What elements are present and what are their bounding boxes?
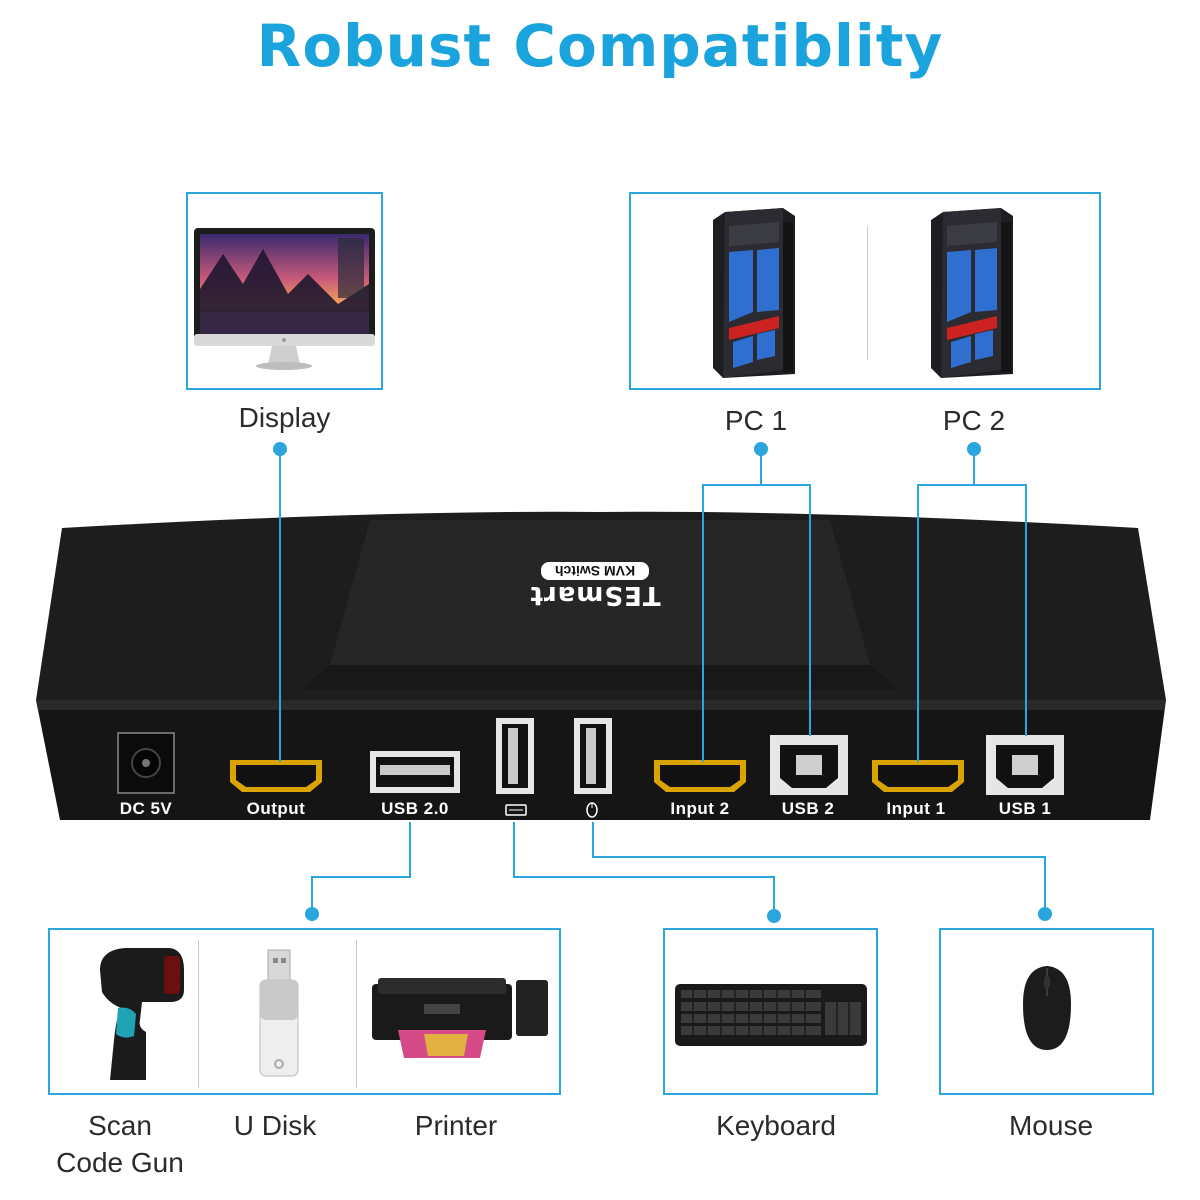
port-label-usb1: USB 1 [998,799,1052,818]
mouse-box [939,928,1154,1095]
usb-divider [356,940,357,1088]
connector-line [702,484,811,486]
connector-dot [305,907,319,921]
connector-line [917,484,919,762]
keyboard-icon [675,984,867,1046]
page-title: Robust Compatiblity [256,12,944,80]
connector-dot [1038,907,1052,921]
connector-line [760,449,762,485]
keyboard-icon [505,804,527,816]
display-box [186,192,383,390]
mouse-usb-port [574,718,612,794]
udisk-label: U Disk [233,1110,317,1141]
brand-logo: TESmart KVM Switch [430,560,760,610]
port-label-output: Output [246,799,306,818]
connector-line [592,822,594,858]
connector-line [1025,484,1027,736]
monitor-icon [194,228,375,370]
display-label: Display [238,402,331,433]
connector-line [917,484,1027,486]
printer-icon [372,978,548,1058]
pc2-label: PC 2 [942,405,1006,436]
keyboard-label: Keyboard [716,1110,836,1141]
barcode-scanner-icon [100,948,184,1080]
mouse-label: Mouse [1008,1110,1094,1141]
port-label-dc: DC 5V [119,799,173,818]
keyboard-box [663,928,878,1095]
port-label-input2: Input 2 [670,799,730,818]
connector-line [311,876,411,878]
pc-tower-icon [931,208,1013,378]
brand-name: TESmart [529,580,661,610]
brand-model: KVM Switch [540,562,650,580]
port-label-usb20: USB 2.0 [381,799,449,818]
connector-line [702,484,704,762]
connector-line [311,876,313,912]
keyboard-usb-port [496,718,534,794]
connector-line [513,822,515,878]
hdmi-input2-port [654,760,746,792]
port-label-usb2: USB 2 [781,799,835,818]
usb-drive-icon [259,949,299,1077]
connector-line [773,876,775,912]
connector-line [409,822,411,878]
pc-box [629,192,1101,390]
pc1-label: PC 1 [724,405,788,436]
usb-b-port-1 [986,735,1064,795]
port-label-input1: Input 1 [886,799,946,818]
mouse-icon [1023,966,1071,1050]
dc-port [117,732,175,794]
connector-line [279,449,281,762]
connector-line [973,449,975,485]
usb-divider [198,940,199,1088]
hdmi-input1-port [872,760,964,792]
usb-devices-box [48,928,561,1095]
connector-line [592,856,1046,858]
connector-dot [767,909,781,923]
connector-line [513,876,775,878]
mouse-icon [586,802,598,818]
pc-divider [867,226,868,360]
printer-label: Printer [414,1110,498,1141]
kvm-switch [36,511,1166,820]
hdmi-output-port [230,760,322,792]
connector-line [809,484,811,736]
pc-tower-icon [713,208,795,378]
usb-b-port-2 [770,735,848,795]
usb-port [370,751,460,793]
connector-line [1044,856,1046,910]
